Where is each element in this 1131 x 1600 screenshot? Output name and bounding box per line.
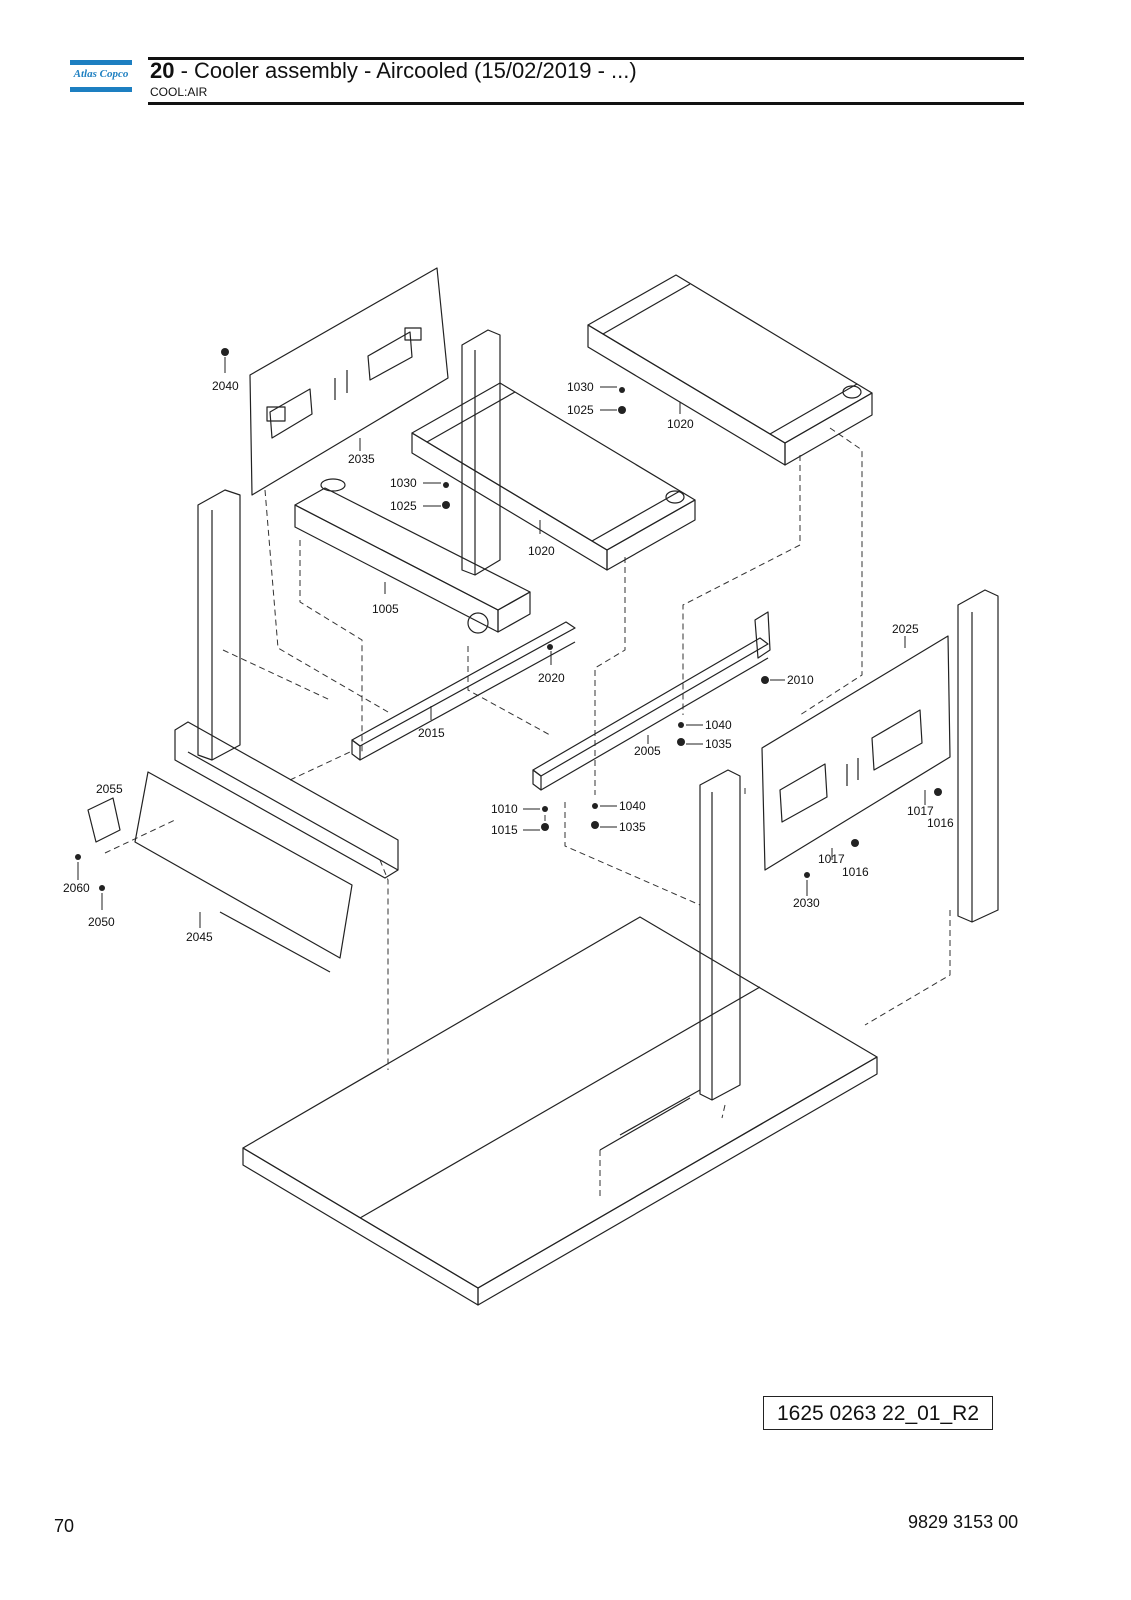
callout-2045: 2045: [186, 930, 213, 944]
logo-bar-top: [70, 60, 132, 65]
bracket-2055: [87, 797, 121, 843]
beam-2005: [532, 611, 771, 791]
callout-1030-upper: 1030: [567, 380, 594, 394]
callout-2035: 2035: [348, 452, 375, 466]
callout-1020-front: 1020: [528, 544, 555, 558]
beam-2015: [351, 621, 576, 761]
callout-labels: 2040 2035 1030 1025 1020 1030 1025 1020 …: [63, 379, 954, 944]
page-subtitle: COOL:AIR: [150, 85, 208, 99]
callout-2040: 2040: [212, 379, 239, 393]
callout-2015: 2015: [418, 726, 445, 740]
rear-center-upright: [461, 329, 501, 576]
callout-1017-right: 1017: [907, 804, 934, 818]
callout-2060: 2060: [63, 881, 90, 895]
front-beam: [174, 721, 399, 879]
callout-2020: 2020: [538, 671, 565, 685]
cooler-1020-back: [587, 274, 873, 466]
rear-left-upright: [197, 489, 241, 761]
callout-1016-lower: 1016: [842, 865, 869, 879]
callout-1025-upper: 1025: [567, 403, 594, 417]
callout-1010: 1010: [491, 802, 518, 816]
panel-2025: [761, 635, 951, 871]
cooler-1005: [294, 478, 531, 634]
callout-1016-right: 1016: [927, 816, 954, 830]
right-upright: [957, 589, 999, 923]
callout-1040-upper: 1040: [705, 718, 732, 732]
base-frame: [242, 916, 878, 1306]
callout-1025-lower: 1025: [390, 499, 417, 513]
panel-2035: [249, 267, 449, 496]
cooler-1020-front: [411, 382, 696, 571]
fasteners: [75, 348, 942, 891]
page-number: 70: [54, 1516, 75, 1536]
section-title: - Cooler assembly - Aircooled (15/02/201…: [174, 58, 637, 83]
callout-1020-back: 1020: [667, 417, 694, 431]
callout-1035-upper: 1035: [705, 737, 732, 751]
callout-2030: 2030: [793, 896, 820, 910]
header-rule-bottom: [148, 102, 1024, 105]
section-number: 20: [150, 58, 175, 83]
document-number: 9829 3153 00: [908, 1512, 1019, 1532]
drawing-reference-box: 1625 0263 22_01_R2: [763, 1396, 993, 1430]
logo-bar-bottom: [70, 87, 132, 92]
callout-1030-lower: 1030: [390, 476, 417, 490]
page-title: 20 - Cooler assembly - Aircooled (15/02/…: [150, 58, 637, 84]
leader-lines: [77, 357, 926, 928]
callout-2055: 2055: [96, 782, 123, 796]
header-rule-top: [148, 57, 1024, 60]
panel-2045: [134, 771, 353, 973]
front-center-upright: [699, 769, 741, 1101]
callout-2010: 2010: [787, 673, 814, 687]
callout-1040-lower: 1040: [619, 799, 646, 813]
callout-2050: 2050: [88, 915, 115, 929]
callout-1015: 1015: [491, 823, 518, 837]
callout-2025: 2025: [892, 622, 919, 636]
callout-2005: 2005: [634, 744, 661, 758]
callout-1005: 1005: [372, 602, 399, 616]
atlas-copco-logo: Atlas Copco: [70, 60, 132, 92]
logo-text: Atlas Copco: [73, 68, 129, 80]
callout-1017-lower: 1017: [818, 852, 845, 866]
callout-1035-lower: 1035: [619, 820, 646, 834]
